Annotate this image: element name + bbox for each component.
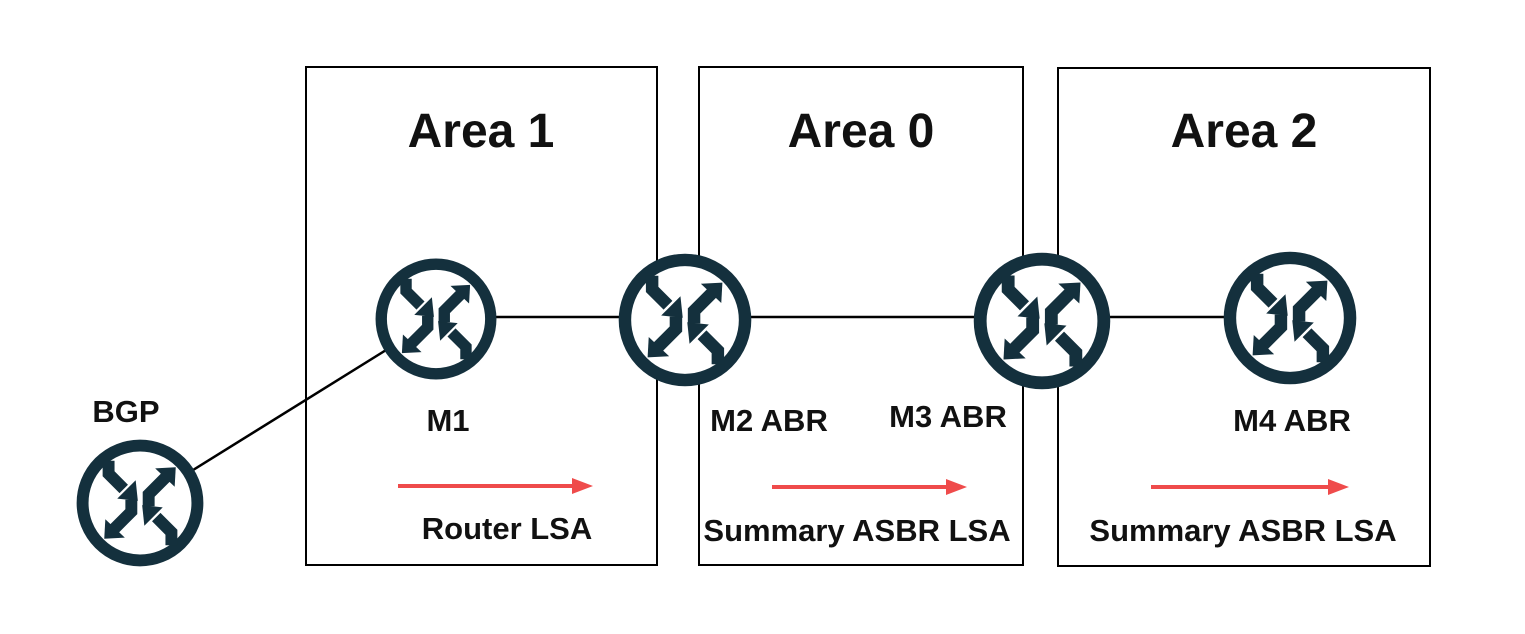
m2-router-label: M2 ABR [710,403,828,438]
area-2-lsa-label: Summary ASBR LSA [1089,513,1396,548]
m3-router-label: M3 ABR [889,399,1007,434]
area-1-lsa-label: Router LSA [422,511,593,546]
m4-router-label: M4 ABR [1233,403,1351,438]
bgp-router-label: BGP [92,394,159,429]
area-1-title: Area 1 [408,105,555,158]
m3-router-icon [980,259,1104,383]
area-0-lsa-label: Summary ASBR LSA [703,513,1010,548]
area-1-lsa-arrow-icon [398,478,593,494]
area-2-title: Area 2 [1171,105,1318,158]
m1-router-icon [381,264,491,374]
bgp-router-icon [83,446,198,561]
m4-router-icon [1230,258,1350,378]
area-0-lsa-arrow-icon [772,479,967,495]
m2-router-icon [625,260,745,380]
area-0-title: Area 0 [788,105,935,158]
m1-router-label: M1 [426,403,469,438]
area-2-lsa-arrow-icon [1151,479,1349,495]
